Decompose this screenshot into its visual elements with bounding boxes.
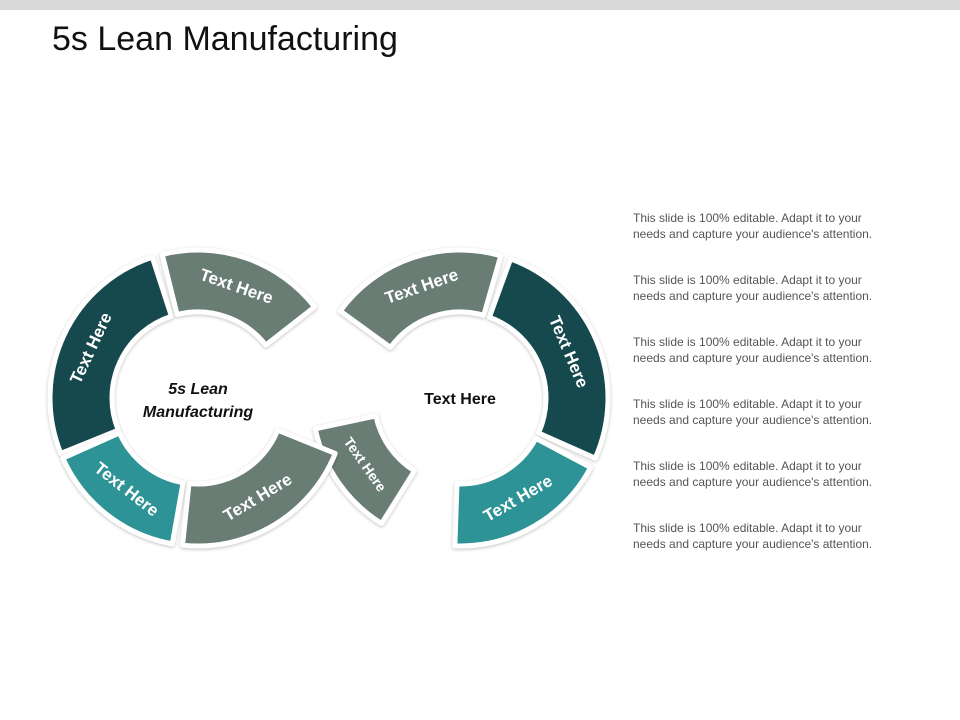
description-3-line1: This slide is 100% editable. Adapt it to… <box>633 335 862 349</box>
loop-segment-4 <box>486 256 611 461</box>
description-5-line2: needs and capture your audience's attent… <box>633 475 873 489</box>
loop-segment-6 <box>312 413 417 527</box>
description-6-line1: This slide is 100% editable. Adapt it to… <box>633 521 862 535</box>
description-6: This slide is 100% editable. Adapt it to… <box>633 520 933 582</box>
description-2: This slide is 100% editable. Adapt it to… <box>633 272 933 334</box>
description-1-line2: needs and capture your audience's attent… <box>633 227 873 241</box>
left-center-label-line2: Manufacturing <box>143 404 253 421</box>
loop-segment-2 <box>159 247 318 348</box>
description-5: This slide is 100% editable. Adapt it to… <box>633 458 933 520</box>
top-bar <box>0 0 960 10</box>
left-center-label-line1: 5s Lean <box>168 381 228 398</box>
description-1: This slide is 100% editable. Adapt it to… <box>633 210 933 272</box>
description-4-line1: This slide is 100% editable. Adapt it to… <box>633 397 862 411</box>
description-3: This slide is 100% editable. Adapt it to… <box>633 334 933 396</box>
description-2-line1: This slide is 100% editable. Adapt it to… <box>633 273 862 287</box>
description-1-line1: This slide is 100% editable. Adapt it to… <box>633 211 862 225</box>
loop-segment-7 <box>180 427 338 549</box>
description-2-line2: needs and capture your audience's attent… <box>633 289 873 303</box>
description-6-line2: needs and capture your audience's attent… <box>633 537 873 551</box>
description-list: This slide is 100% editable. Adapt it to… <box>633 210 933 582</box>
right-center-label: Text Here <box>424 391 496 408</box>
loop-segment-8 <box>60 430 186 547</box>
description-4: This slide is 100% editable. Adapt it to… <box>633 396 933 458</box>
slide-title: 5s Lean Manufacturing <box>52 20 398 58</box>
description-3-line2: needs and capture your audience's attent… <box>633 351 873 365</box>
loop-segment-5 <box>452 435 594 549</box>
loop-segment-1 <box>47 254 174 456</box>
description-4-line2: needs and capture your audience's attent… <box>633 413 873 427</box>
loop-segment-3 <box>337 247 504 350</box>
description-5-line1: This slide is 100% editable. Adapt it to… <box>633 459 862 473</box>
